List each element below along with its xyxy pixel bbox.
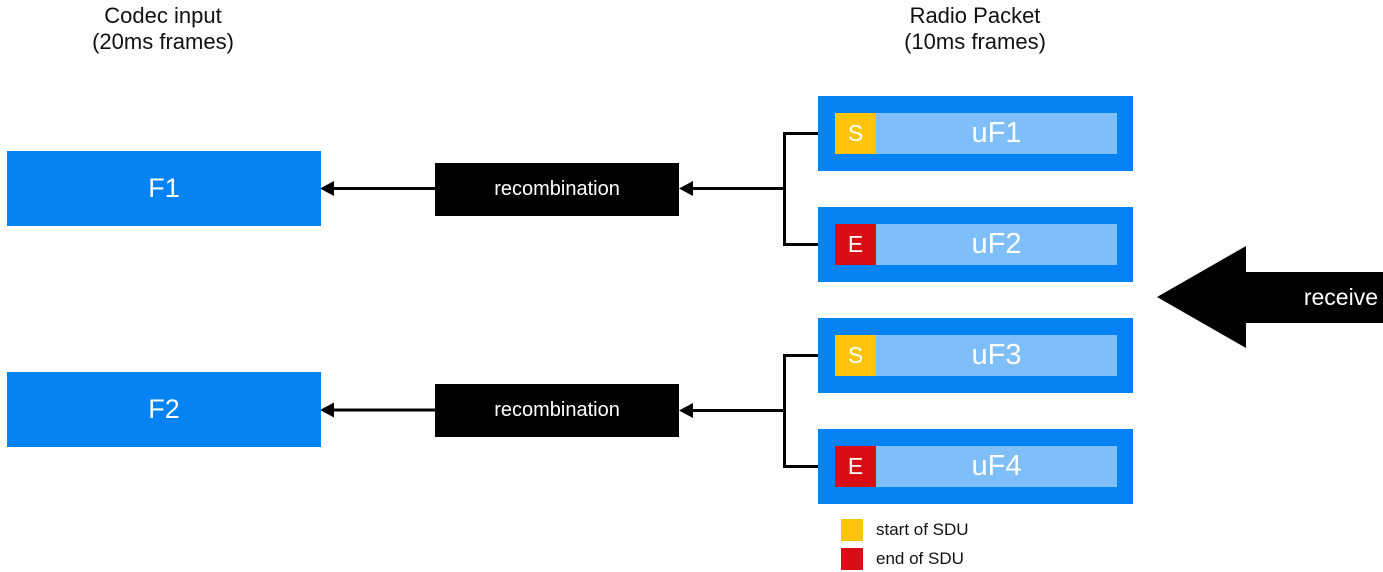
frame-f1: F1	[7, 151, 321, 226]
frame-f1-label: F1	[148, 173, 180, 203]
frame-f2: F2	[7, 372, 321, 447]
arrowhead-f2	[320, 402, 334, 418]
start-of-sdu-swatch	[841, 519, 863, 541]
recombination-box-2-label: recombination	[494, 399, 620, 421]
legend-item-end-of-sdu: end of SDU	[841, 548, 964, 570]
arrowhead-recomb2	[679, 403, 693, 418]
packet-uf3: S uF3	[818, 318, 1133, 393]
packet-uf1-label: uF1	[876, 113, 1117, 154]
packet-uf4-label: uF4	[876, 446, 1117, 487]
start-marker-uf1: S	[835, 113, 876, 154]
recombination-box-1: recombination	[435, 163, 679, 216]
packet-uf2-label: uF2	[876, 224, 1117, 265]
radio-packet-header-line1: Radio Packet	[909, 3, 1041, 28]
end-of-sdu-swatch	[841, 548, 863, 570]
packet-uf4-inner: E uF4	[835, 446, 1117, 487]
end-marker-uf4: E	[835, 446, 876, 487]
end-marker-uf4-letter: E	[847, 453, 864, 479]
packet-uf1-inner: S uF1	[835, 113, 1117, 154]
packet-uf2: E uF2	[818, 207, 1133, 282]
radio-packet-header-line2: (10ms frames)	[904, 29, 1046, 54]
frame-f2-label: F2	[148, 394, 180, 424]
recombination-box-2: recombination	[435, 384, 679, 437]
packet-uf1: S uF1	[818, 96, 1133, 171]
codec-input-header-line1: Codec input	[104, 3, 222, 28]
end-of-sdu-label: end of SDU	[876, 549, 964, 568]
arrowhead-f1	[320, 181, 334, 196]
start-marker-uf3: S	[835, 335, 876, 376]
codec-input-header: Codec input (20ms frames)	[3, 3, 323, 55]
start-marker-uf3-letter: S	[847, 342, 864, 368]
end-marker-uf2-letter: E	[847, 231, 864, 257]
receive-label: receive	[1303, 284, 1378, 310]
radio-packet-header: Radio Packet (10ms frames)	[815, 3, 1135, 55]
arrowhead-recomb1	[679, 181, 693, 196]
start-marker-uf1-letter: S	[847, 120, 864, 146]
legend-item-start-of-sdu: start of SDU	[841, 519, 969, 541]
recombination-box-1-label: recombination	[494, 178, 620, 200]
start-of-sdu-label: start of SDU	[876, 520, 969, 539]
packet-uf4: E uF4	[818, 429, 1133, 504]
end-marker-uf2: E	[835, 224, 876, 265]
packet-uf3-inner: S uF3	[835, 335, 1117, 376]
packet-uf3-label: uF3	[876, 335, 1117, 376]
codec-input-header-line2: (20ms frames)	[92, 29, 234, 54]
packet-uf2-inner: E uF2	[835, 224, 1117, 265]
